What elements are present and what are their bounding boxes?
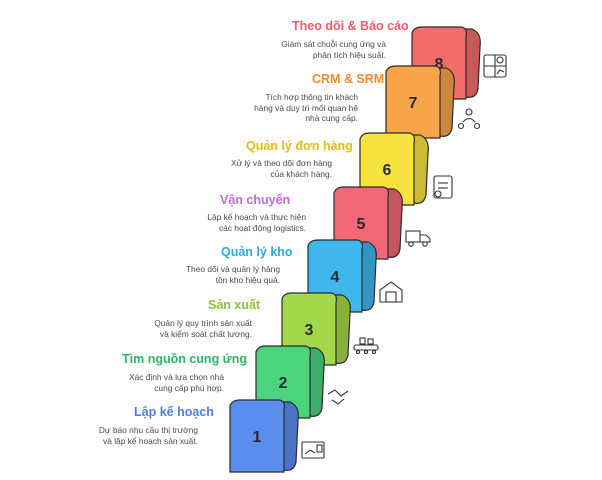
step-2-title: Tìm nguồn cung ứng <box>122 352 247 366</box>
step-1-title: Lập kế hoạch <box>134 405 214 419</box>
step-3-title: Sản xuất <box>208 298 261 312</box>
step-6-description: Xử lý và theo dõi đơn hàng của khách hàn… <box>231 158 332 179</box>
step-7-block: 7 <box>385 65 481 139</box>
step-7-description: Tích hợp thông tin khách hàng và duy trì… <box>254 92 358 123</box>
step-2-description: Xác định và lựa chọn nhà cung cấp phù hợ… <box>128 372 224 393</box>
truck-icon <box>405 230 431 247</box>
step-1-block: 1 <box>229 399 325 473</box>
step-7-title: CRM & SRM <box>312 72 385 86</box>
step-4-description: Theo dõi và quản lý hàng tồn kho hiệu qu… <box>185 264 280 285</box>
warehouse-icon <box>379 281 403 303</box>
order-clipboard-icon <box>433 175 453 199</box>
step-5-number: 5 <box>357 216 366 233</box>
step-6-title: Quản lý đơn hàng <box>246 139 353 153</box>
step-1-face <box>229 399 285 473</box>
step-4-title: Quản lý kho <box>221 245 293 259</box>
step-8-number: 8 <box>435 56 444 73</box>
step-2-number: 2 <box>279 375 288 392</box>
step-3-number: 3 <box>305 322 314 339</box>
step-8-description: Giám sát chuỗi cung ứng và phân tích hiệ… <box>281 39 386 60</box>
step-7-number: 7 <box>409 95 418 112</box>
step-1-description: Dự báo nhu cầu thị trường và lập kế hoạc… <box>98 425 198 446</box>
planning-board-icon <box>301 441 325 459</box>
step-8-title: Theo dõi & Báo cáo <box>292 19 409 33</box>
step-1-number: 1 <box>253 429 262 446</box>
step-4-number: 4 <box>331 269 340 286</box>
analytics-report-icon <box>483 54 507 78</box>
people-network-icon <box>457 108 481 130</box>
step-6-number: 6 <box>383 162 392 179</box>
step-5-title: Vận chuyển <box>220 193 291 207</box>
step-3-description: Quản lý quy trình sản xuất và kiểm soát … <box>154 318 252 339</box>
assembly-line-icon <box>353 337 379 355</box>
handshake-icon <box>327 389 349 405</box>
step-7-face <box>385 65 441 139</box>
step-5-description: Lập kế hoạch và thực hiện các hoạt động … <box>207 212 306 233</box>
